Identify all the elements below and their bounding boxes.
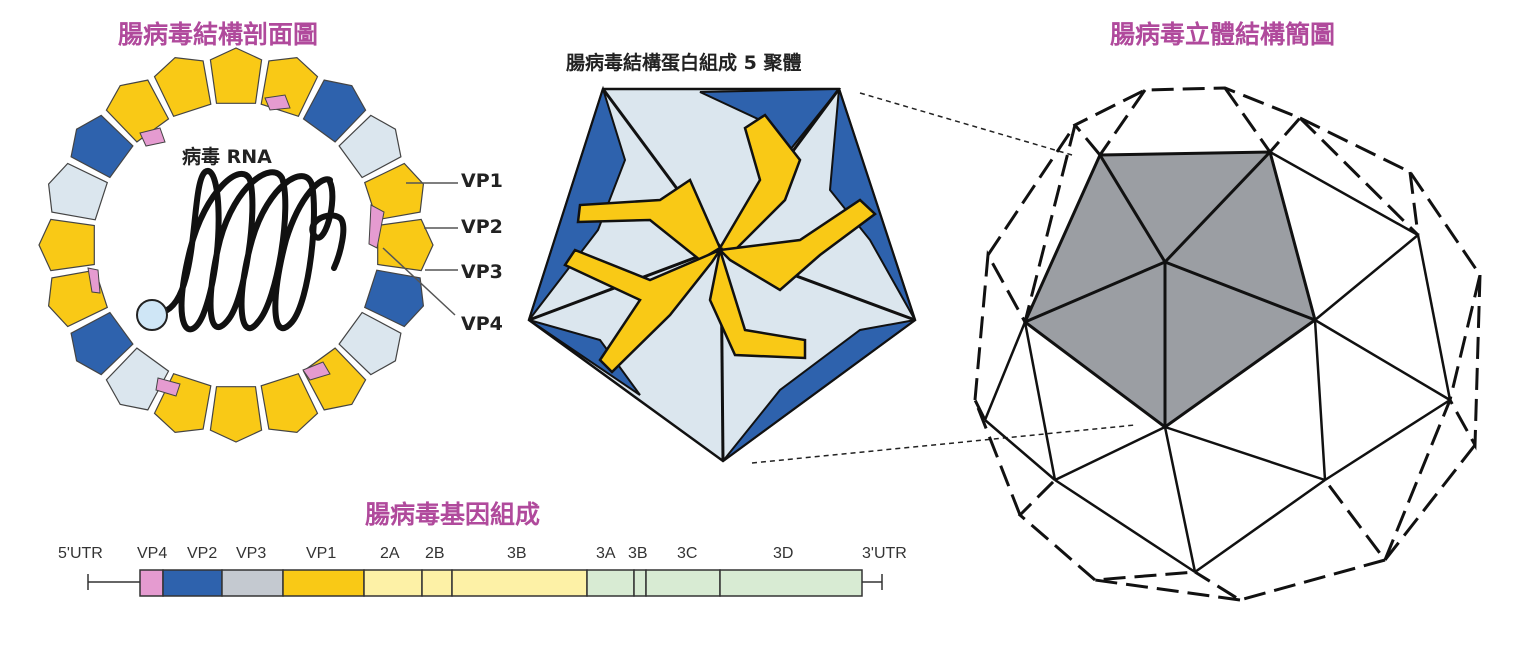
genome-title: 腸病毒基因組成 xyxy=(365,500,541,529)
vp2-label: VP2 xyxy=(461,216,503,238)
capsid-tile-vp3 xyxy=(338,311,402,376)
pentamer xyxy=(527,85,917,463)
icosa-inner-edges xyxy=(1024,150,1316,427)
capsid-tile-vp3 xyxy=(105,347,170,411)
capsid-tile-vp1 xyxy=(209,47,263,104)
capsid-tile-vp1 xyxy=(38,218,95,272)
capsid-tile-vp1 xyxy=(209,386,263,443)
genome-label-vp3: VP3 xyxy=(236,545,267,562)
segment-vp4 xyxy=(139,569,164,597)
genome-bar xyxy=(87,569,883,597)
genome-label-vp1: VP1 xyxy=(306,545,337,562)
capsid-tile-vp2 xyxy=(302,79,367,143)
genome-label-2b: 2B xyxy=(425,545,445,562)
vp1-arms xyxy=(563,113,877,374)
capsid-tile-vp1 xyxy=(105,79,170,143)
vp1-label: VP1 xyxy=(461,170,503,192)
cross-section-title: 腸病毒結構剖面圖 xyxy=(118,20,319,49)
icosahedron xyxy=(973,86,1482,602)
segment-vp1 xyxy=(282,569,365,597)
rna-coil xyxy=(160,168,347,333)
genome-label-3d: 3D xyxy=(773,545,794,562)
capsid-tile-vp1 xyxy=(260,372,319,434)
genome-label-3b-small: 3B xyxy=(628,545,648,562)
segment-vp2 xyxy=(162,569,223,597)
segment-2a xyxy=(363,569,423,597)
capsid-tile-vp2 xyxy=(70,114,134,179)
capsid-tile-vp2 xyxy=(70,311,134,376)
connector-lines xyxy=(751,92,1136,464)
rna-label: 病毒 RNA xyxy=(182,146,272,168)
genome-label-vp2: VP2 xyxy=(187,545,218,562)
segment-2b xyxy=(421,569,453,597)
capsid-tile-vp1 xyxy=(153,56,212,118)
icosahedron-title: 腸病毒立體結構簡圖 xyxy=(1110,20,1336,49)
segment-3c xyxy=(645,569,721,597)
segment-3d xyxy=(719,569,863,597)
segment-vp3 xyxy=(221,569,284,597)
genome-label-3b: 3B xyxy=(507,545,527,562)
capsid-tile-vp1 xyxy=(377,218,434,272)
capsid-tile-vp3 xyxy=(47,162,109,221)
icosa-front-edges xyxy=(983,150,1452,574)
vp4-slivers xyxy=(87,94,385,397)
rna-5prime-circle xyxy=(136,299,168,331)
icosa-face-gray xyxy=(1023,150,1317,429)
genome-label-5utr: 5'UTR xyxy=(58,545,103,562)
genome-label-2a: 2A xyxy=(380,545,400,562)
genome-label-3utr: 3'UTR xyxy=(862,545,907,562)
pentamer-title: 腸病毒結構蛋白組成 5 聚體 xyxy=(566,52,802,74)
icosa-back-edges xyxy=(973,86,1482,602)
segment-3b-long xyxy=(451,569,588,597)
genome-label-3a: 3A xyxy=(596,545,616,562)
protein-pointers xyxy=(382,182,458,316)
genome-label-vp4: VP4 xyxy=(137,545,168,562)
capsid-tile-vp3 xyxy=(338,114,402,179)
vp3-label: VP3 xyxy=(461,261,503,283)
vp4-label: VP4 xyxy=(461,313,503,335)
genome-label-3c: 3C xyxy=(677,545,698,562)
segment-3a xyxy=(586,569,635,597)
segment-3b xyxy=(633,569,647,597)
